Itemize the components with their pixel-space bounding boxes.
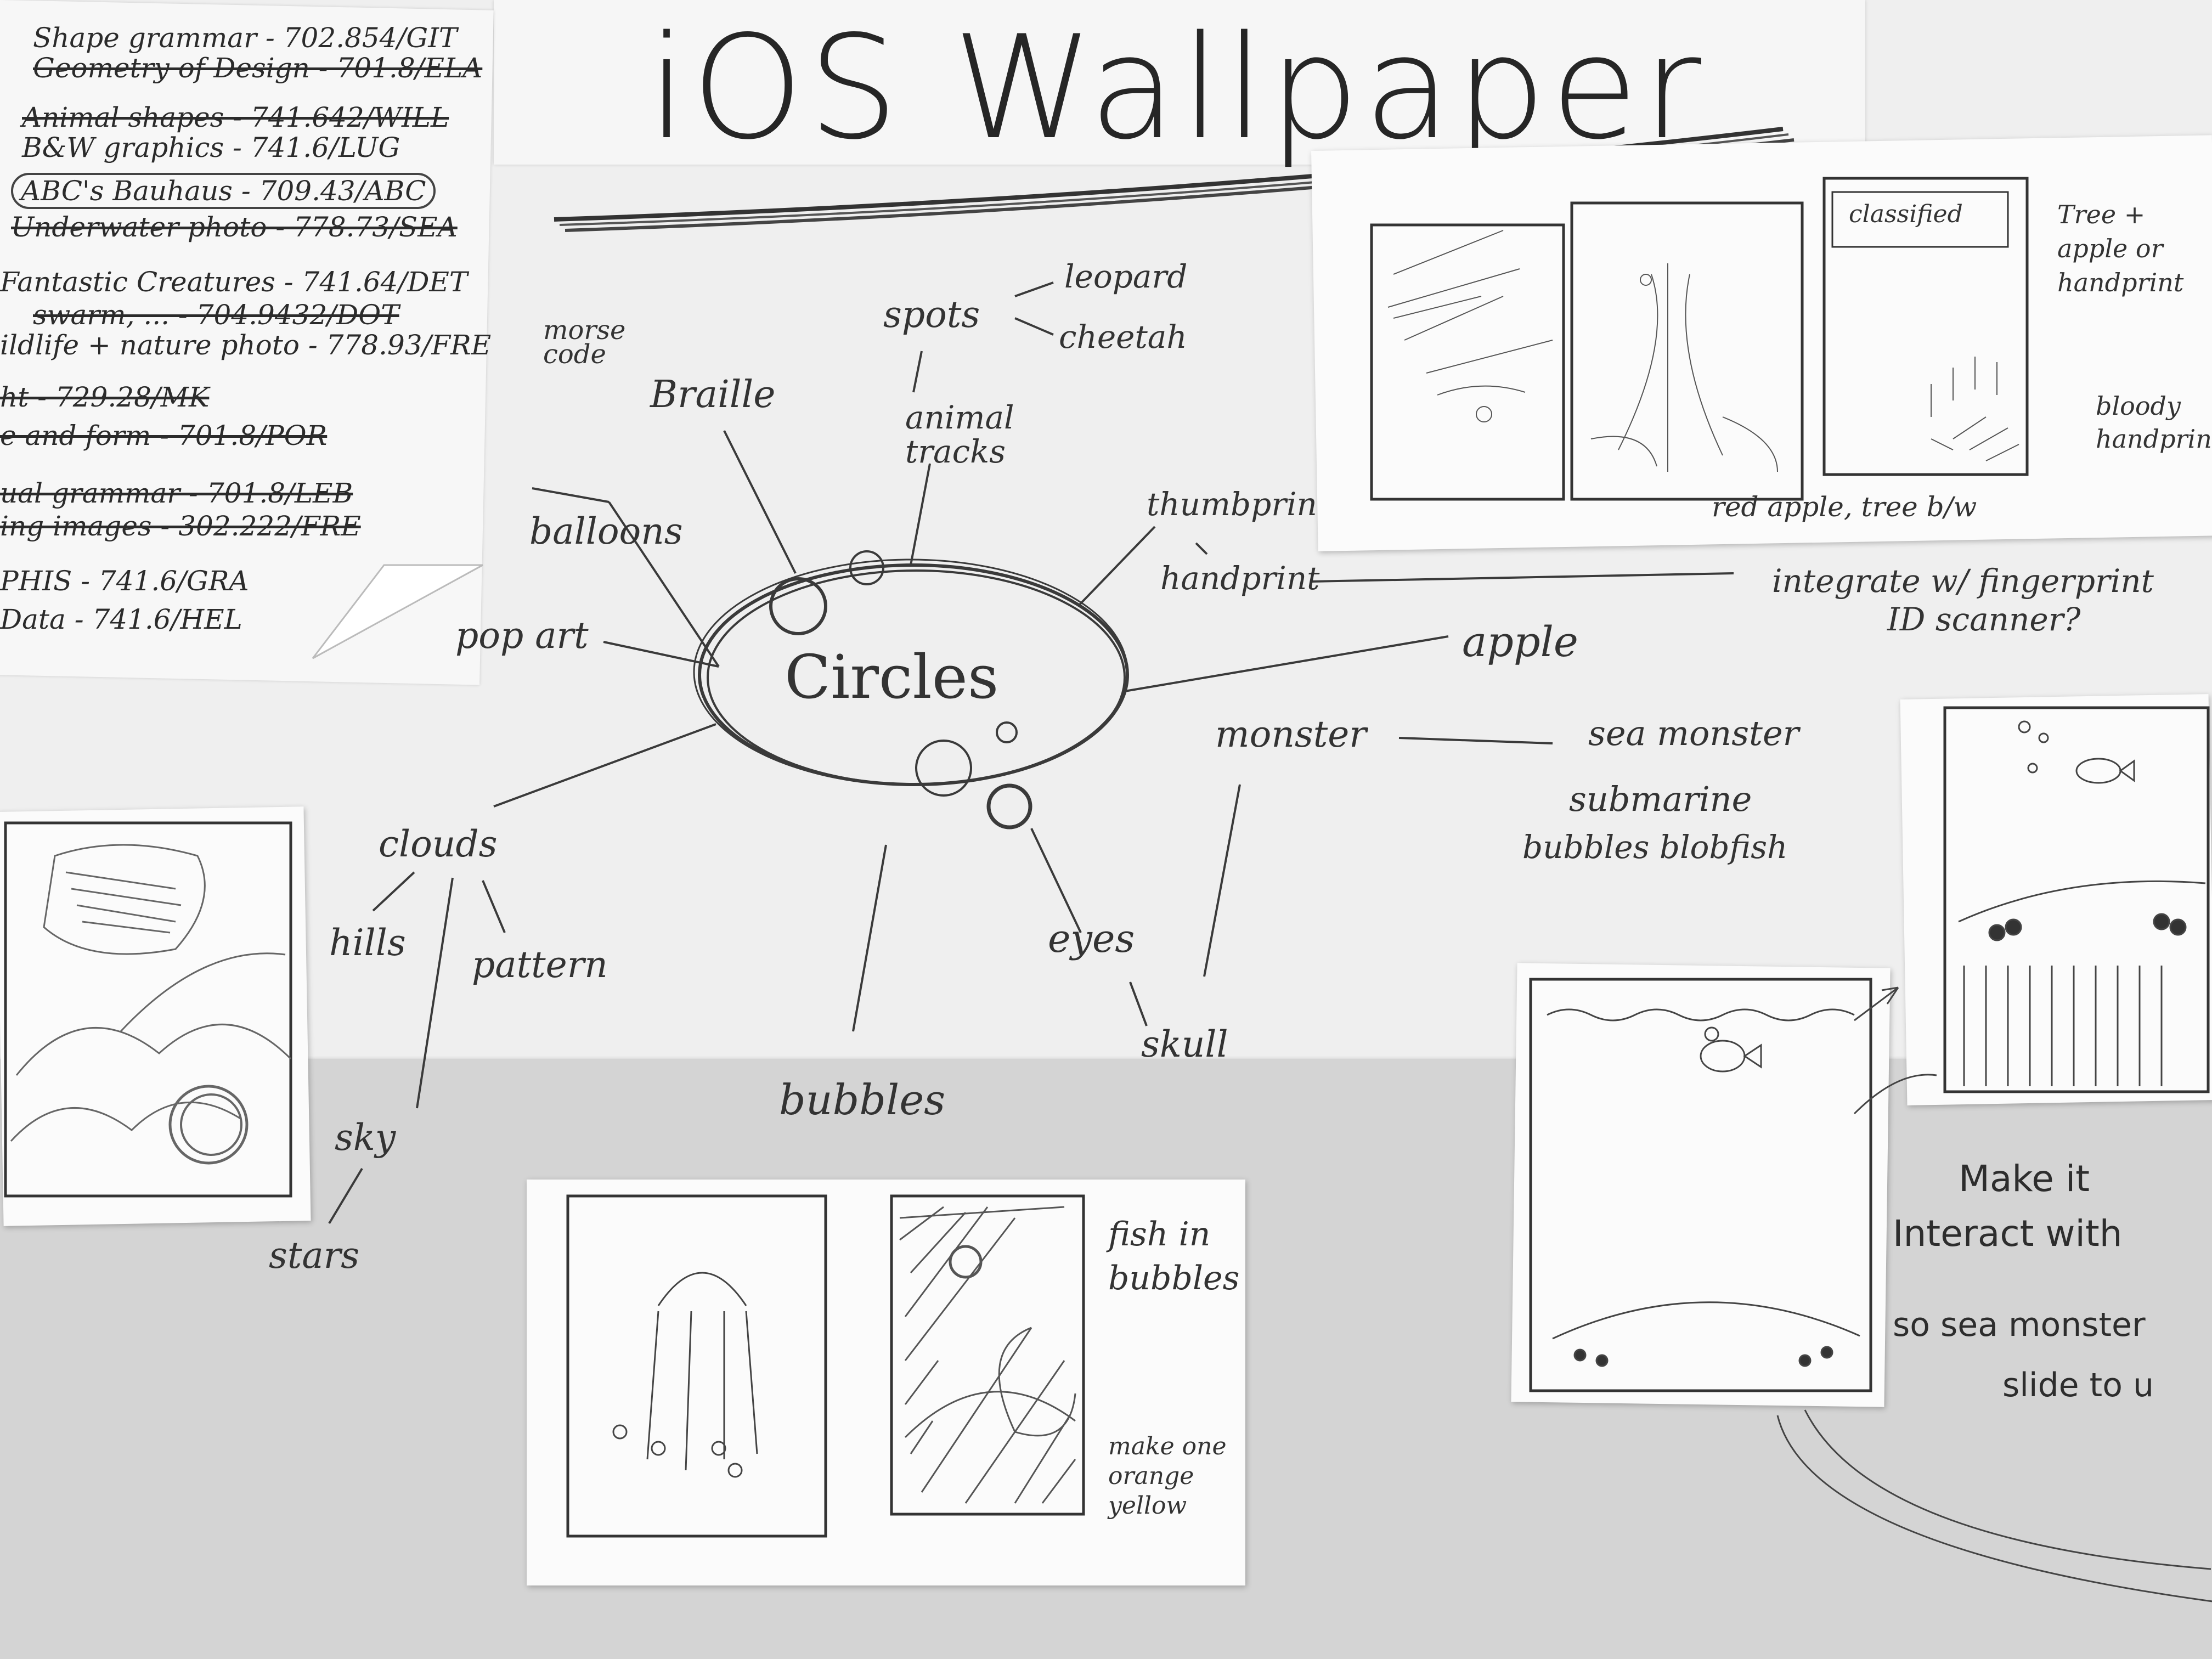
node-integrate: integrate w/ fingerprint xyxy=(1772,562,2154,600)
node-leopard: leopard xyxy=(1064,258,1188,295)
list-item: Shape grammar - 702.854/GIT xyxy=(33,22,458,54)
title-paper-sheet xyxy=(494,0,1865,165)
node-bubbles: bubbles xyxy=(779,1075,946,1124)
list-item: swarm, ... - 704.9432/DOT xyxy=(33,299,399,331)
list-item: ht - 729.28/MK xyxy=(0,381,210,413)
card-caption-red-apple: red apple, tree b/w xyxy=(1712,491,1977,523)
node-monster: monster xyxy=(1215,713,1367,755)
list-item: ual grammar - 701.8/LEB xyxy=(0,477,353,509)
notes-list: Shape grammar - 702.854/GIT Geometry of … xyxy=(0,0,494,675)
node-sky: sky xyxy=(335,1116,396,1159)
node-spots: spots xyxy=(883,294,980,336)
right-note-line-1: Make it xyxy=(1959,1158,2090,1200)
side-note-fish-bubbles: fish in bubbles xyxy=(1108,1215,1240,1297)
node-pop-art: pop art xyxy=(455,614,589,657)
node-hills: hills xyxy=(329,922,406,964)
list-item: Underwater photo - 778.73/SEA xyxy=(11,211,458,243)
node-stars: stars xyxy=(269,1234,360,1277)
node-submarine: submarine xyxy=(1569,779,1752,819)
node-bubbles-blobfish: bubbles blobfish xyxy=(1522,828,1788,866)
node-clouds: clouds xyxy=(379,823,498,865)
page-title: iOS Wallpaper xyxy=(647,5,1706,171)
list-item: ing images - 302.222/FRE xyxy=(0,510,361,542)
node-pattern: pattern xyxy=(472,944,608,986)
node-animal-tracks: animal tracks xyxy=(905,399,1014,470)
node-apple: apple xyxy=(1462,617,1578,666)
right-note-line-2: Interact with xyxy=(1893,1212,2123,1255)
right-note-line-3: so sea monster xyxy=(1893,1306,2146,1344)
classified-label: classified xyxy=(1849,200,1963,228)
side-note-tree-apple: Tree + apple or handprint xyxy=(2057,200,2184,297)
node-handprint: handprint xyxy=(1160,560,1320,597)
right-note-line-4: slide to u xyxy=(2002,1366,2154,1404)
node-cheetah: cheetah xyxy=(1059,318,1187,356)
list-item: Geometry of Design - 701.8/ELA xyxy=(33,52,483,84)
node-thumbprint: thumbprint xyxy=(1147,486,1330,523)
list-item: Animal shapes - 741.642/WILL xyxy=(22,101,449,133)
node-id-scanner: ID scanner? xyxy=(1887,601,2081,638)
list-item: Fantastic Creatures - 741.64/DET xyxy=(0,266,468,298)
node-braille: Braille xyxy=(650,373,776,416)
side-note-orange-yellow: make one orange yellow xyxy=(1108,1432,1227,1520)
sketch-card-bottom-center xyxy=(527,1180,1245,1585)
node-morse: morse code xyxy=(543,315,626,370)
side-note-bloody-handprint: bloody handprint xyxy=(2096,391,2212,454)
node-sea-monster: sea monster xyxy=(1588,713,1799,753)
list-item: ildlife + nature photo - 778.93/FRE xyxy=(0,329,492,361)
node-balloons: balloons xyxy=(529,510,683,552)
list-item: B&W graphics - 741.6/LUG xyxy=(22,132,400,163)
list-item: PHIS - 741.6/GRA xyxy=(0,565,249,597)
list-item: e and form - 701.8/POR xyxy=(0,420,328,452)
node-skull: skull xyxy=(1141,1023,1228,1065)
mindmap-center-label: Circles xyxy=(785,642,999,712)
list-item: ABC's Bauhaus - 709.43/ABC xyxy=(11,173,436,209)
list-item: Data - 741.6/HEL xyxy=(0,603,242,635)
node-eyes: eyes xyxy=(1048,916,1135,961)
